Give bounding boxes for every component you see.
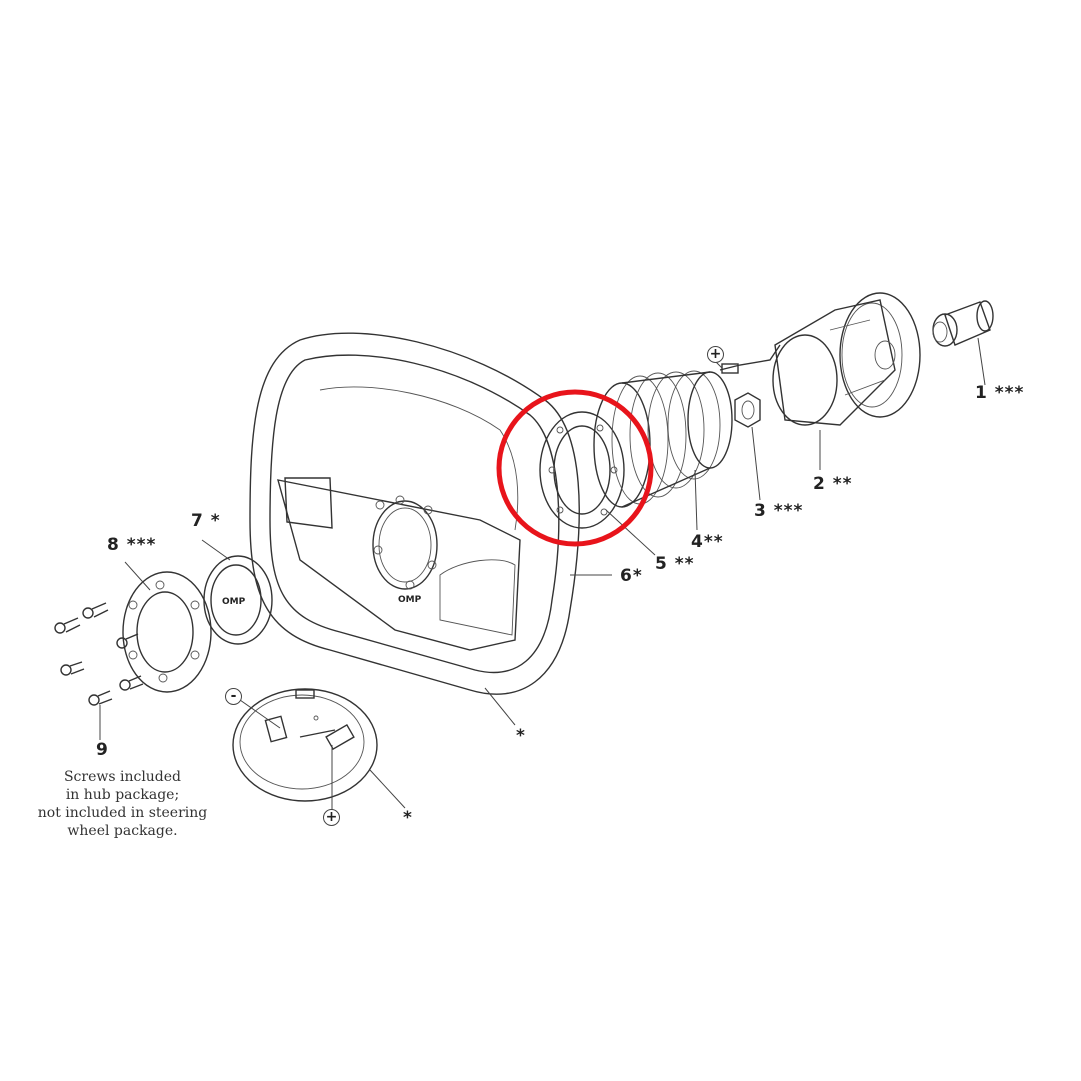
leader-lines: [99, 337, 986, 810]
label-part-2: 2 **: [813, 474, 853, 494]
minus-terminal-symbol: -: [225, 688, 242, 705]
hub-bellows: [593, 370, 733, 508]
screws-note: Screws included in hub package; not incl…: [20, 768, 225, 840]
note-line: wheel package.: [67, 823, 178, 839]
label-part-5: 5 **: [655, 554, 695, 574]
wheel-logo: OMP: [398, 595, 422, 605]
note-line: in hub package;: [65, 787, 180, 803]
label-part-3: 3 ***: [754, 501, 804, 521]
label-part-1: 1 ***: [975, 383, 1025, 403]
label-star-wheel: *: [516, 726, 526, 746]
plus-terminal-symbol: +: [323, 809, 340, 826]
cover-plate: [122, 571, 212, 693]
label-part-4: 4**: [691, 532, 724, 552]
plus-terminal-symbol: +: [707, 346, 724, 363]
spline-adapter: [932, 300, 994, 347]
label-star-contact-plate: *: [403, 808, 413, 828]
hub-adapter: [772, 292, 921, 426]
screws: [54, 602, 144, 706]
steering-wheel: OMP: [249, 332, 580, 695]
horn-wire: [719, 344, 781, 371]
label-part-7: 7 *: [191, 511, 221, 531]
label-part-9: 9: [96, 740, 109, 760]
note-line: not included in steering: [37, 805, 208, 821]
spacer-ring: [539, 411, 625, 529]
note-line: Screws included: [63, 769, 182, 785]
label-part-8: 8 ***: [107, 535, 157, 555]
label-part-6: 6*: [620, 566, 643, 586]
horn-button: OMP: [203, 555, 273, 645]
horn-contact-plate: [232, 688, 378, 802]
highlight-circle: [496, 389, 654, 547]
nut: [734, 392, 761, 428]
wire-connector: [721, 363, 739, 374]
horn-button-logo: OMP: [222, 597, 246, 607]
